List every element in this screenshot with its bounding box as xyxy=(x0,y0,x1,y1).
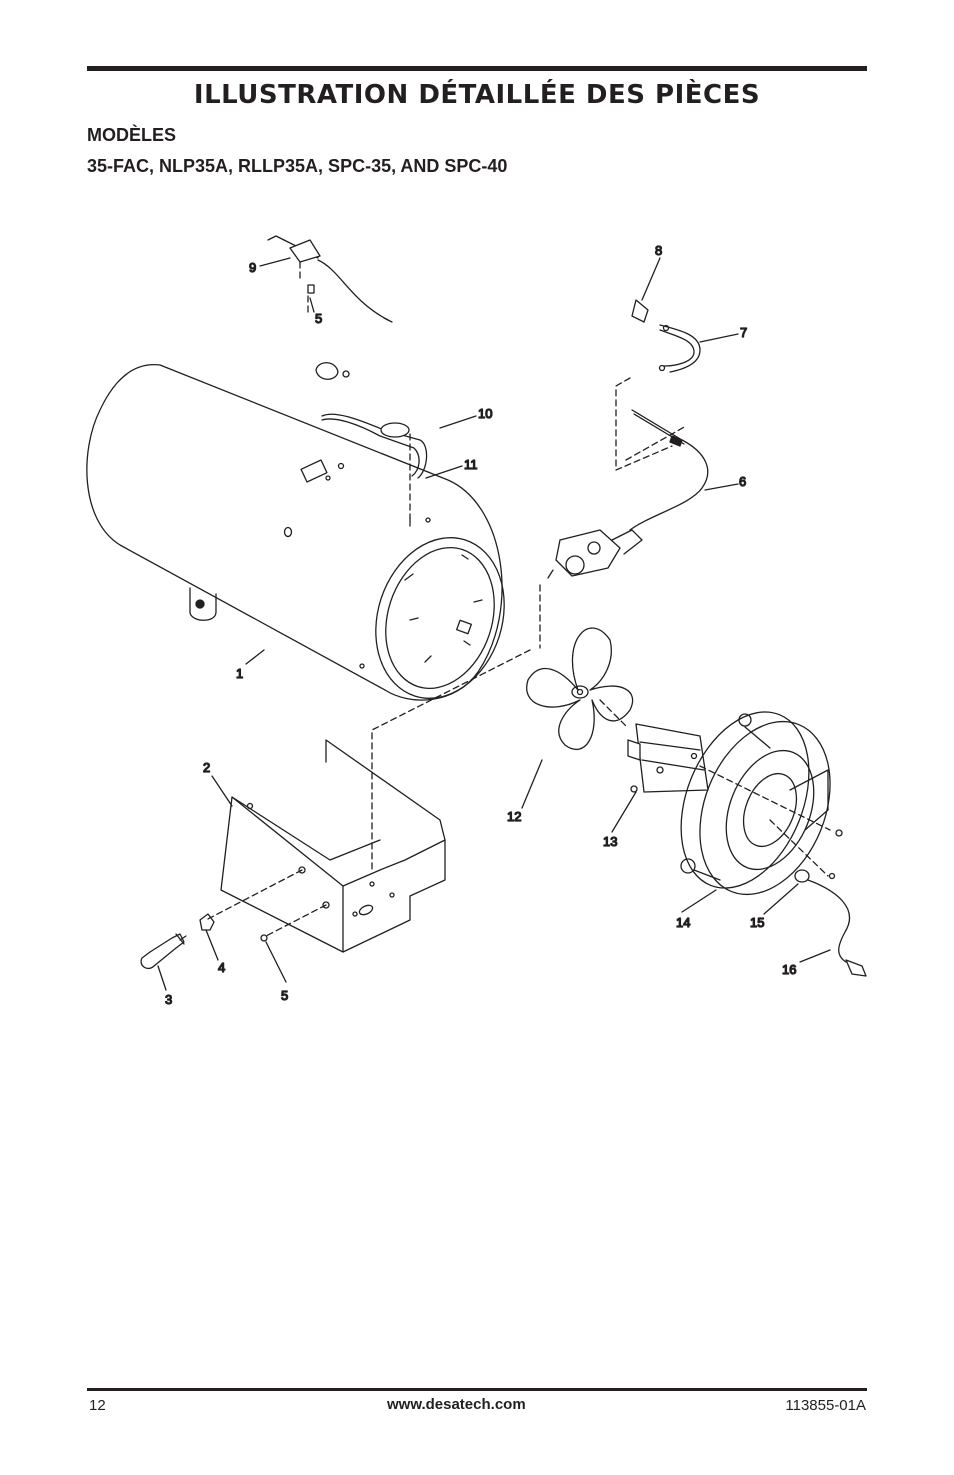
callout-9: 9 xyxy=(249,260,256,275)
callout-7: 7 xyxy=(740,325,747,340)
callout-11: 11 xyxy=(464,457,478,472)
part-1-housing xyxy=(86,364,505,701)
models-list: 35-FAC, NLP35A, RLLP35A, SPC-35, AND SPC… xyxy=(87,156,508,176)
part-16-power-cord xyxy=(807,879,867,977)
callout-10: 10 xyxy=(478,406,492,421)
leader-lines xyxy=(157,257,831,991)
gas-valve-assembly xyxy=(547,529,643,579)
part-13-motor xyxy=(627,723,709,793)
bottom-rule xyxy=(87,1388,867,1391)
callout-5-upper: 5 xyxy=(315,311,322,326)
callout-16: 16 xyxy=(782,962,796,977)
callout-15: 15 xyxy=(750,915,764,930)
page-number: 12 xyxy=(89,1397,106,1414)
callout-3: 3 xyxy=(165,992,172,1007)
part-9-electrode xyxy=(267,235,393,323)
assembly-dashed-lines xyxy=(205,261,831,937)
website-link[interactable]: www.desatech.com xyxy=(387,1396,526,1413)
part-5-screws xyxy=(260,284,315,942)
part-14-fan-guard xyxy=(680,711,831,896)
part-8-switch xyxy=(631,299,649,323)
callout-4: 4 xyxy=(218,960,225,975)
callout-1: 1 xyxy=(236,666,243,681)
part-6-line xyxy=(629,409,709,531)
top-rule xyxy=(87,66,867,71)
page-title: ILLUSTRATION DÉTAILLÉE DES PIÈCES xyxy=(193,80,761,110)
part-3-igniter xyxy=(140,933,187,970)
part-10-11-tube xyxy=(315,362,428,479)
part-12-fan-blade xyxy=(526,627,634,751)
callout-5-lower: 5 xyxy=(281,988,288,1003)
callout-6: 6 xyxy=(739,474,746,489)
callout-12: 12 xyxy=(507,809,521,824)
callout-8: 8 xyxy=(655,243,662,258)
callout-14: 14 xyxy=(676,915,690,930)
exploded-parts-diagram: 1 2 3 4 5 5 6 7 8 9 10 11 12 13 14 15 16 xyxy=(86,235,867,1008)
models-label: MODÈLES xyxy=(87,125,177,145)
part-2-bracket xyxy=(220,739,446,953)
callout-2: 2 xyxy=(203,760,210,775)
part-7-wires xyxy=(658,324,701,373)
part-15-grommet xyxy=(794,829,843,883)
document-number: 113855-01A xyxy=(785,1397,866,1414)
callout-13: 13 xyxy=(603,834,617,849)
